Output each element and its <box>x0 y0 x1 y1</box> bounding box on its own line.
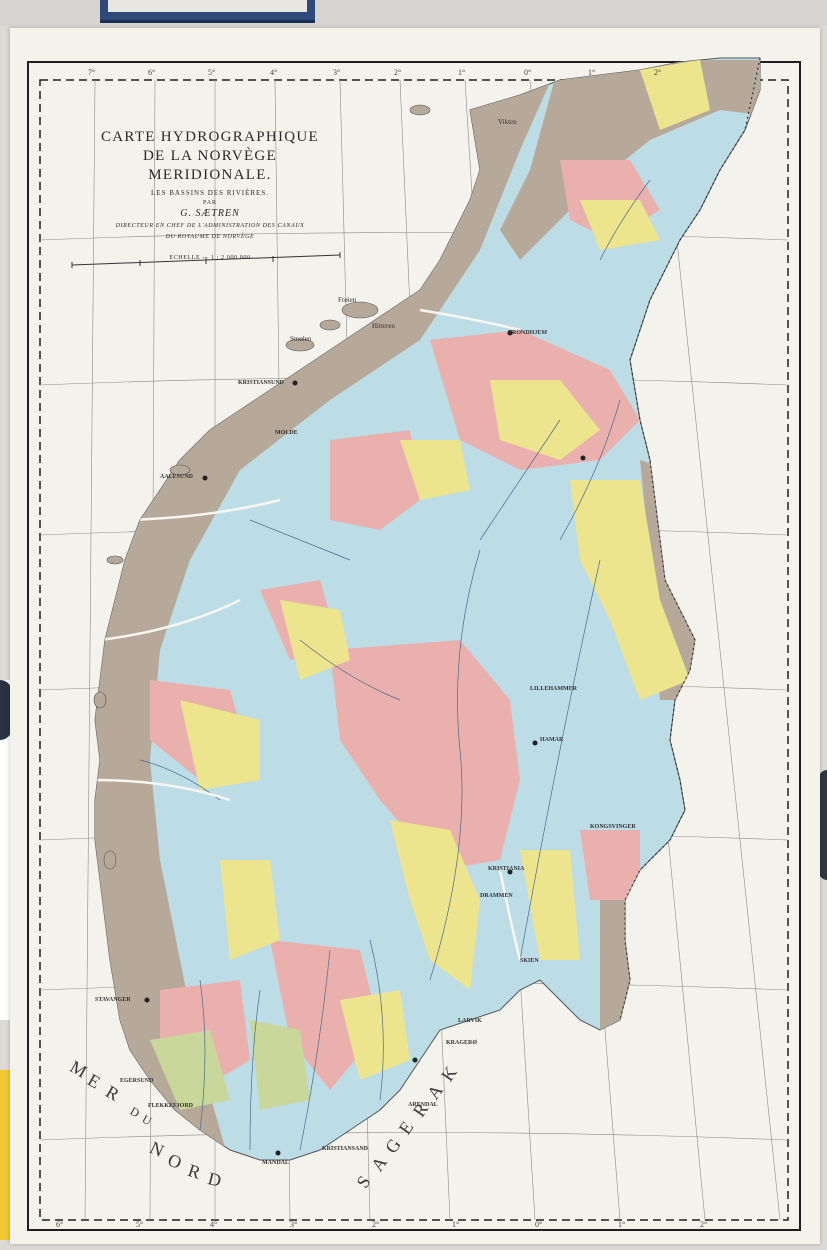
label-flekkefjord: FLEKKEFJORD <box>148 1103 194 1109</box>
label-kristiansand: KRISTIANSAND <box>322 1146 369 1152</box>
basin-yellow-9 <box>580 200 660 250</box>
basin-yellow-1 <box>490 380 600 460</box>
basin-yellow-3 <box>570 480 690 700</box>
deg-bottom-2: 4° <box>210 1220 218 1229</box>
deg-top-1: 6° <box>148 68 156 77</box>
map-par: PAR <box>202 200 218 206</box>
basin-yellow-8 <box>640 60 710 130</box>
label-vikten: Vikten <box>498 118 517 126</box>
basin-green-1 <box>150 1030 230 1110</box>
outer-frame <box>27 61 801 1231</box>
basin-yellow-4 <box>390 820 480 990</box>
basin-pink-2 <box>330 430 420 530</box>
deg-top-7: 0° <box>524 68 532 77</box>
label-krageroe: KRAGERØ <box>446 1040 478 1046</box>
label-larvik: LARVIK <box>458 1018 482 1024</box>
basin-pink-5 <box>270 940 380 1090</box>
map-title-line1: CARTE HYDROGRAPHIQUE <box>100 129 320 145</box>
basin-green-2 <box>250 1020 310 1110</box>
basin-yellow-2 <box>400 440 470 500</box>
deg-top-0: 7° <box>88 68 96 77</box>
label-hamar: HAMAR <box>540 737 564 743</box>
map-title-block: CARTE HYDROGRAPHIQUE DE LA NORVÈGE MERID… <box>80 128 340 261</box>
deg-bottom-7: 1° <box>618 1220 626 1229</box>
book-on-desk <box>100 0 315 23</box>
label-froeien: Frøien <box>338 296 357 304</box>
basin-yellow-7 <box>220 860 280 960</box>
scale-bar <box>71 252 341 268</box>
label-trondhjem: TRONDHJEM <box>508 330 547 336</box>
deg-bottom-3: 3° <box>290 1220 298 1229</box>
label-smoelen: Smølen <box>290 335 312 343</box>
basin-pink-3 <box>330 640 520 870</box>
coastal-band-north <box>500 60 760 260</box>
deg-bottom-0: 6° <box>56 1220 64 1229</box>
deg-top-6: 1° <box>458 68 466 77</box>
label-molde: MOLDE <box>275 430 298 436</box>
label-stavanger: STAVANGER <box>95 997 131 1003</box>
deg-bottom-1: 5° <box>136 1220 144 1229</box>
label-hitteren: Hitteren <box>372 322 395 330</box>
city-dots <box>144 330 586 1156</box>
basin-yellow-6 <box>280 600 350 680</box>
deg-bottom-5: 1° <box>452 1220 460 1229</box>
deg-top-3: 4° <box>270 68 278 77</box>
label-egersund: EGERSUND <box>120 1078 154 1084</box>
map-title-line2: DE LA NORVÈGE MERIDIONALE. <box>142 148 278 183</box>
label-lillehammer: LILLEHAMMER <box>530 686 578 692</box>
map-author: G. SÆTREN <box>180 208 240 219</box>
basin-yellow-11 <box>340 990 410 1080</box>
inner-frame <box>39 79 789 1221</box>
book-pages <box>108 0 307 12</box>
label-kristiania: KRISTIANIA <box>488 866 525 872</box>
author-role-line1: DIRECTEUR EN CHEF DE L'ADMINISTRATION DE… <box>115 223 305 229</box>
islands <box>93 104 431 870</box>
basin-pink-8 <box>580 830 640 900</box>
deg-bottom-6: 0° <box>535 1220 543 1229</box>
deg-top-4: 3° <box>333 68 341 77</box>
label-kongsvinger: KONGSVINGER <box>590 824 636 830</box>
label-drammen: DRAMMEN <box>480 893 513 899</box>
basin-yellow-5 <box>180 700 260 790</box>
label-arendal: ARENDAL <box>408 1102 438 1108</box>
label-mandal: MANDAL <box>262 1160 289 1166</box>
deg-top-5: 2° <box>394 68 402 77</box>
deg-top-8: 1° <box>588 68 596 77</box>
rivers <box>139 179 651 1151</box>
map-scale: ECHELLE — 1 : 2 000 000 <box>169 255 251 261</box>
dark-object-left <box>0 680 12 740</box>
deg-bottom-8: 2° <box>700 1220 708 1229</box>
label-kristiansund: KRISTIANSUND <box>238 380 285 386</box>
deg-top-2: 5° <box>208 68 216 77</box>
author-role-line2: DU ROYAUME DE NORVÈGE <box>165 234 255 240</box>
dark-object-right <box>819 770 827 880</box>
map-subtitle: LES BASSINS DES RIVIÈRES. <box>151 189 269 197</box>
label-aalesund: AALESUND <box>160 474 194 480</box>
deg-top-9: 2° <box>654 68 662 77</box>
label-skien: SKIEN <box>520 958 539 964</box>
deg-bottom-4: 2° <box>372 1220 380 1229</box>
